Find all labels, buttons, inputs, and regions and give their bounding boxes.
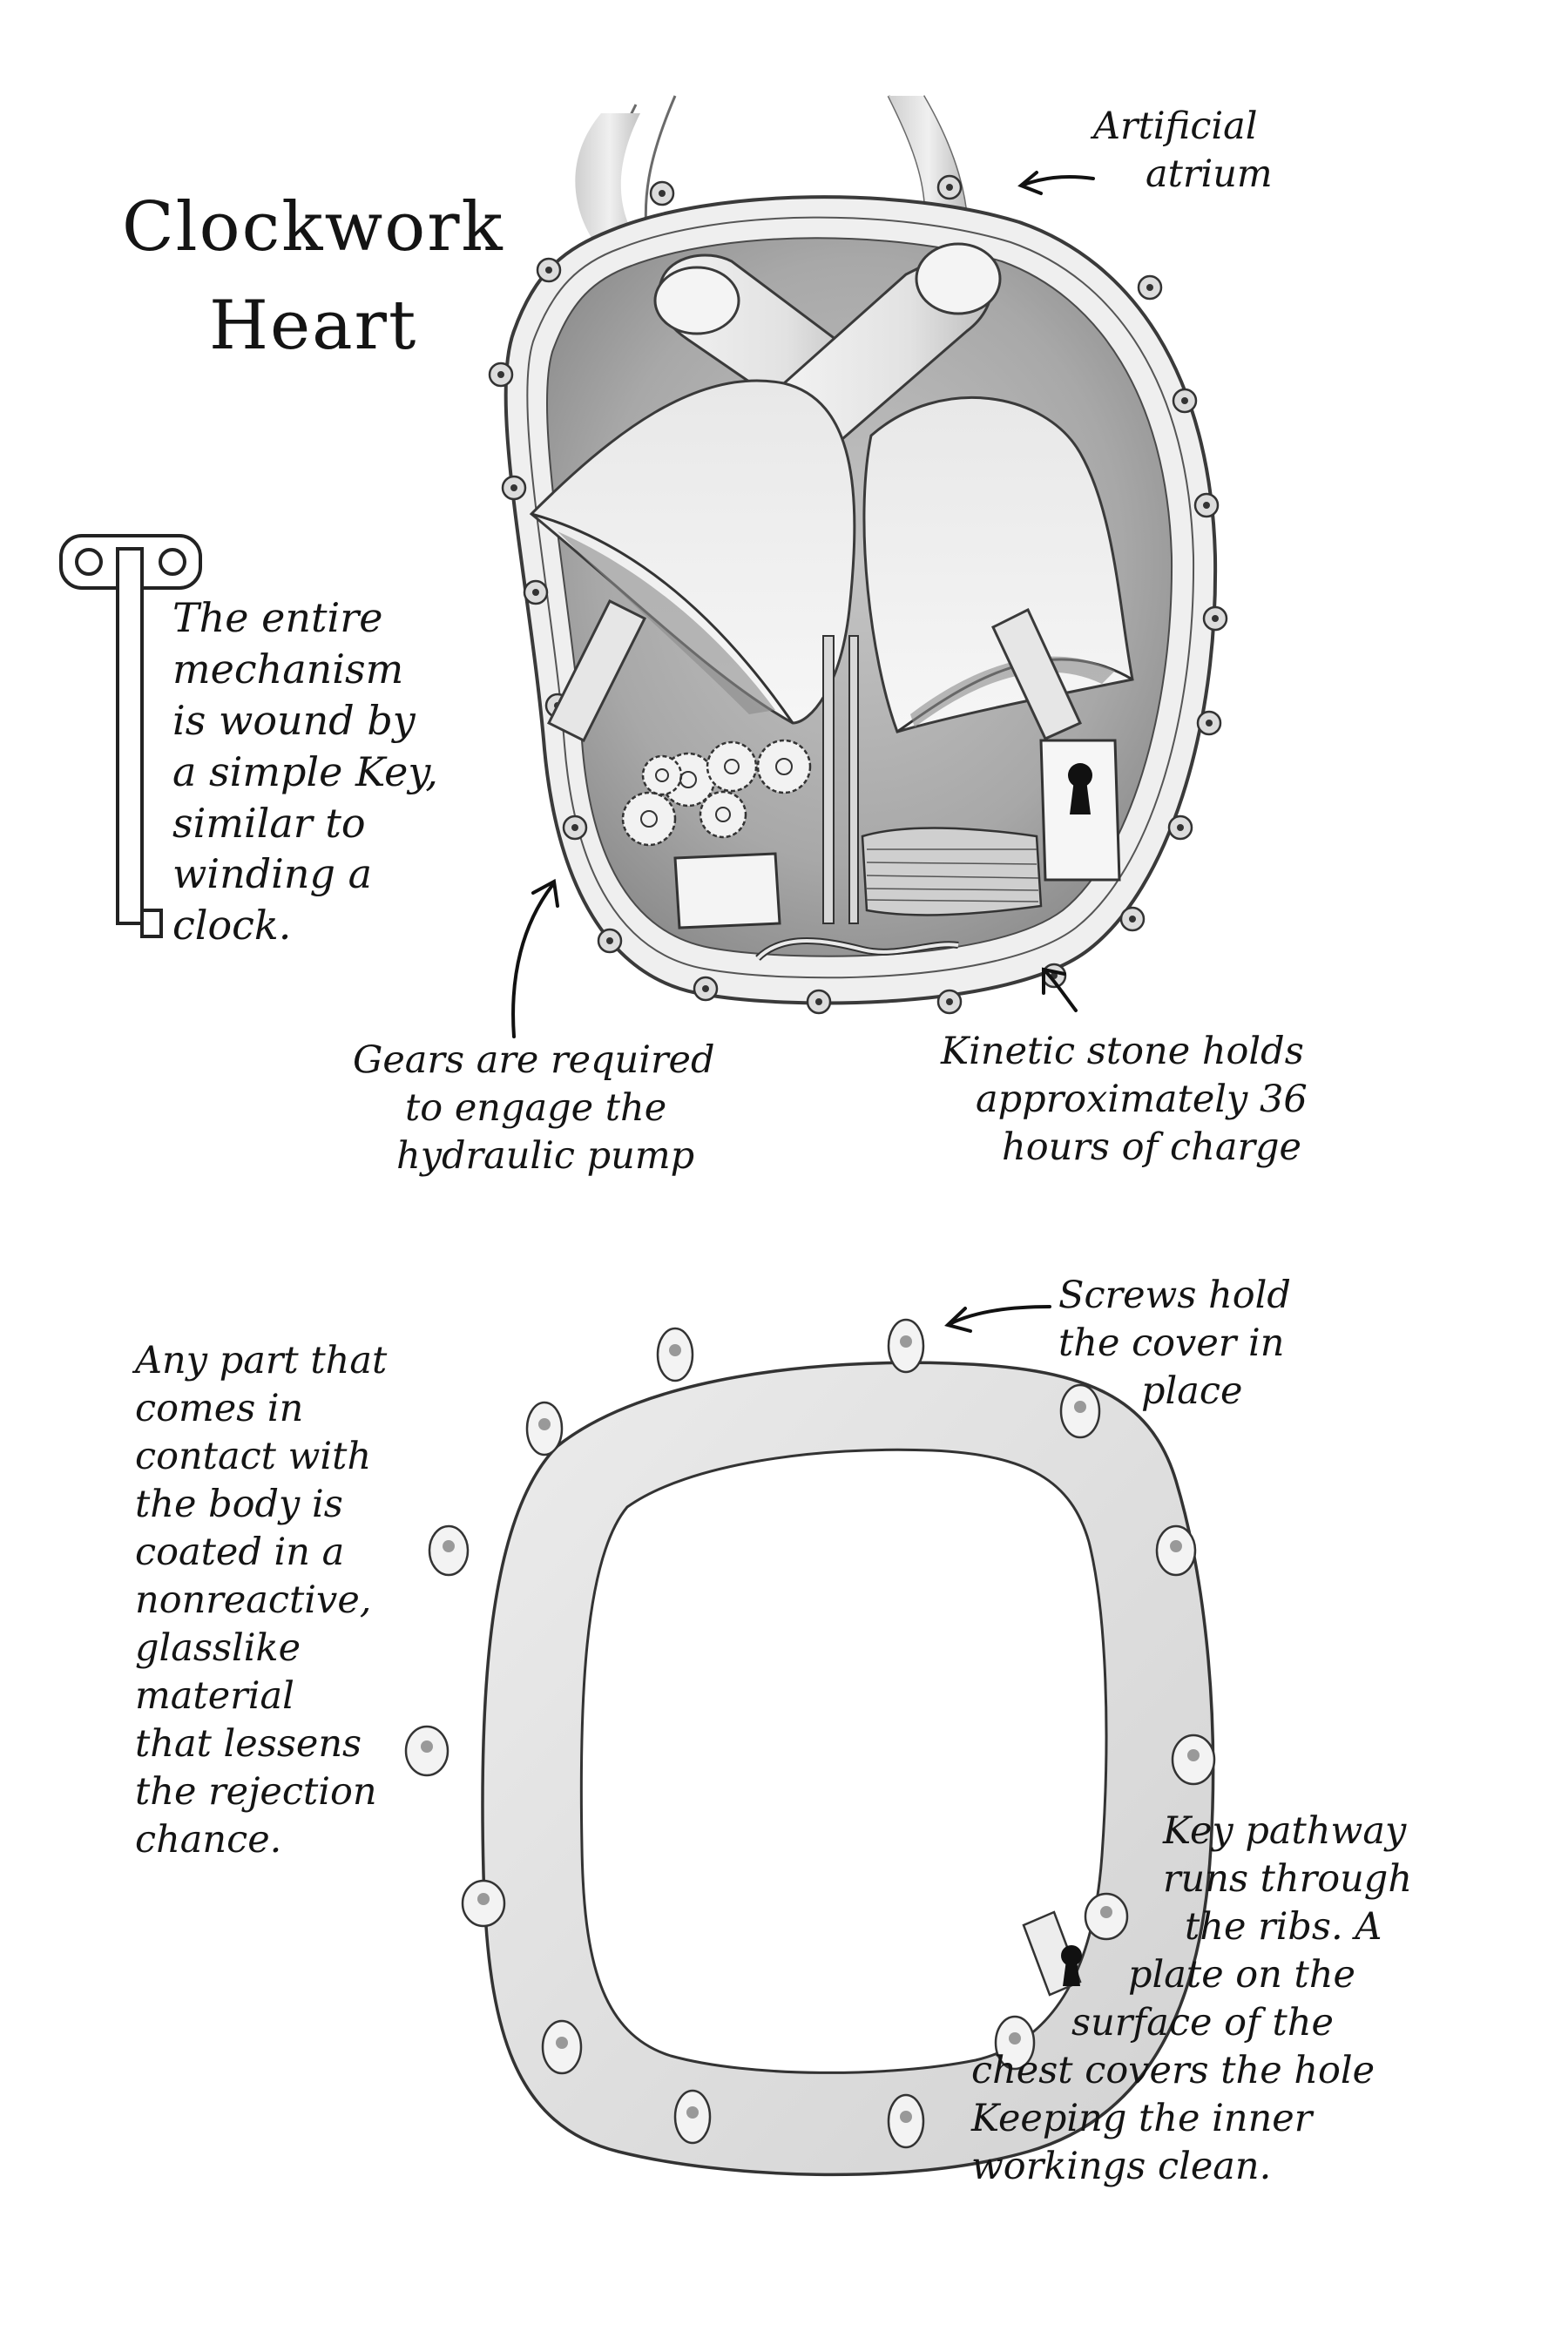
annotation-key-winding: The entire mechanism is wound by a simpl… bbox=[172, 592, 438, 951]
gears-arrow bbox=[513, 884, 553, 1037]
screws-line-3: place bbox=[1058, 1368, 1291, 1416]
annotation-key-pathway: Key pathway runs through the ribs. A pla… bbox=[971, 1808, 1412, 2191]
coating-line-2: comes in bbox=[135, 1385, 387, 1433]
coating-line-8: material bbox=[135, 1673, 387, 1720]
key-line-7: clock. bbox=[172, 900, 438, 951]
annotation-kinetic-stone: Kinetic stone holds approximately 36 hou… bbox=[941, 1028, 1308, 1172]
coating-line-4: the body is bbox=[135, 1481, 387, 1529]
coating-line-9: that lessens bbox=[135, 1720, 387, 1768]
annotation-artificial-atrium: Artificial atrium bbox=[1093, 103, 1273, 199]
coating-line-3: contact with bbox=[135, 1433, 387, 1481]
atrium-line-2: atrium bbox=[1093, 151, 1273, 199]
gears-line-3: hydraulic pump bbox=[353, 1132, 715, 1180]
kinetic-line-3: hours of charge bbox=[941, 1124, 1308, 1172]
atrium-arrow bbox=[1024, 177, 1093, 185]
screws-line-2: the cover in bbox=[1058, 1320, 1291, 1368]
pathway-line-7: Keeping the inner bbox=[971, 2095, 1412, 2143]
gears-line-1: Gears are required bbox=[353, 1037, 715, 1085]
diagram-title: Clockwork Heart bbox=[122, 179, 504, 375]
coating-line-5: coated in a bbox=[135, 1529, 387, 1577]
coating-line-6: nonreactive, bbox=[135, 1577, 387, 1625]
kinetic-stone bbox=[862, 828, 1041, 916]
coating-line-10: the rejection bbox=[135, 1768, 387, 1816]
pathway-line-8: workings clean. bbox=[971, 2143, 1412, 2191]
kinetic-line-1: Kinetic stone holds bbox=[941, 1028, 1308, 1076]
annotation-screws: Screws hold the cover in place bbox=[1058, 1272, 1291, 1416]
pathway-line-4: plate on the bbox=[971, 1951, 1412, 1999]
screws-line-1: Screws hold bbox=[1058, 1272, 1291, 1320]
gears-line-2: to engage the bbox=[353, 1085, 715, 1132]
title-line-1: Clockwork bbox=[122, 179, 504, 277]
coating-line-11: chance. bbox=[135, 1816, 387, 1864]
coating-line-7: glasslike bbox=[135, 1625, 387, 1673]
key-line-3: is wound by bbox=[172, 695, 438, 747]
key-line-4: a simple Key, bbox=[172, 747, 438, 798]
keyhole-plate bbox=[1041, 740, 1119, 880]
assembled-heart bbox=[490, 96, 1227, 1013]
kinetic-line-2: approximately 36 bbox=[941, 1076, 1308, 1124]
pathway-line-2: runs through bbox=[971, 1855, 1412, 1903]
pathway-line-3: the ribs. A bbox=[971, 1903, 1412, 1951]
key-line-2: mechanism bbox=[172, 644, 438, 695]
pathway-line-5: surface of the bbox=[971, 1999, 1412, 2047]
annotation-gears: Gears are required to engage the hydraul… bbox=[353, 1037, 715, 1180]
coating-line-1: Any part that bbox=[135, 1337, 387, 1385]
key-line-6: winding a bbox=[172, 848, 438, 900]
pathway-line-6: chest covers the hole bbox=[971, 2047, 1412, 2095]
pathway-line-1: Key pathway bbox=[971, 1808, 1412, 1855]
title-line-2: Heart bbox=[122, 277, 504, 375]
atrium-line-1: Artificial bbox=[1093, 103, 1273, 151]
key-line-5: similar to bbox=[172, 798, 438, 849]
key-line-1: The entire bbox=[172, 592, 438, 644]
annotation-coating: Any part that comes in contact with the … bbox=[135, 1337, 387, 1864]
